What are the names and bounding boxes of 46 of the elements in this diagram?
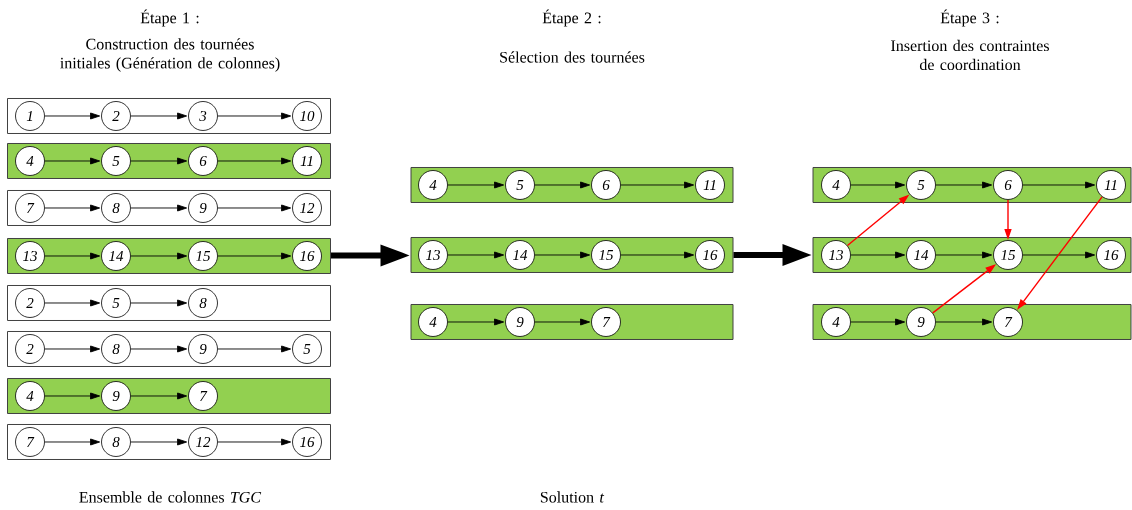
arrow [1022,181,1096,189]
arrow [130,438,188,446]
stage-heading: Étape 3 : [940,9,999,27]
arrow [935,251,993,259]
arrow [44,299,101,307]
arrow [935,181,993,189]
arrow [44,252,101,260]
arrow [44,438,101,446]
caption-text: Ensemble de colonnes TGC [79,491,262,503]
arrow [534,318,591,326]
arrow [130,157,188,165]
arrow [217,157,292,165]
arrow [850,181,906,189]
arrow [620,181,695,189]
arrow [130,392,188,400]
arrow [217,252,292,260]
arrow [935,318,993,326]
arrow [44,392,101,400]
caption-text: Solution t [540,491,605,503]
arrow [130,252,188,260]
arrow [217,345,292,353]
arrow [130,204,188,212]
arrow [534,251,591,259]
arrow [217,112,292,120]
arrow [130,112,188,120]
arrow [217,204,292,212]
arrow [217,438,292,446]
stage-description: Construction des tournées initiales (Génération de colonnes) [60,38,280,72]
arrow [44,345,101,353]
arrow [620,251,695,259]
arrow [1022,251,1096,259]
arrow [130,299,188,307]
arrow [850,318,906,326]
arrow [447,318,505,326]
arrow [534,181,591,189]
stage-description: Sélection des tournées [500,51,645,63]
arrow [44,204,101,212]
arrow [44,157,101,165]
stage-heading: Étape 2 : [542,9,601,27]
arrow [44,112,101,120]
stage-description: Insertion des contraintes de coordination [891,39,1049,71]
stage-heading: Étape 1 : [140,9,199,27]
arrow [130,345,188,353]
arrow [850,251,906,259]
arrow [447,251,505,259]
arrow [447,181,505,189]
